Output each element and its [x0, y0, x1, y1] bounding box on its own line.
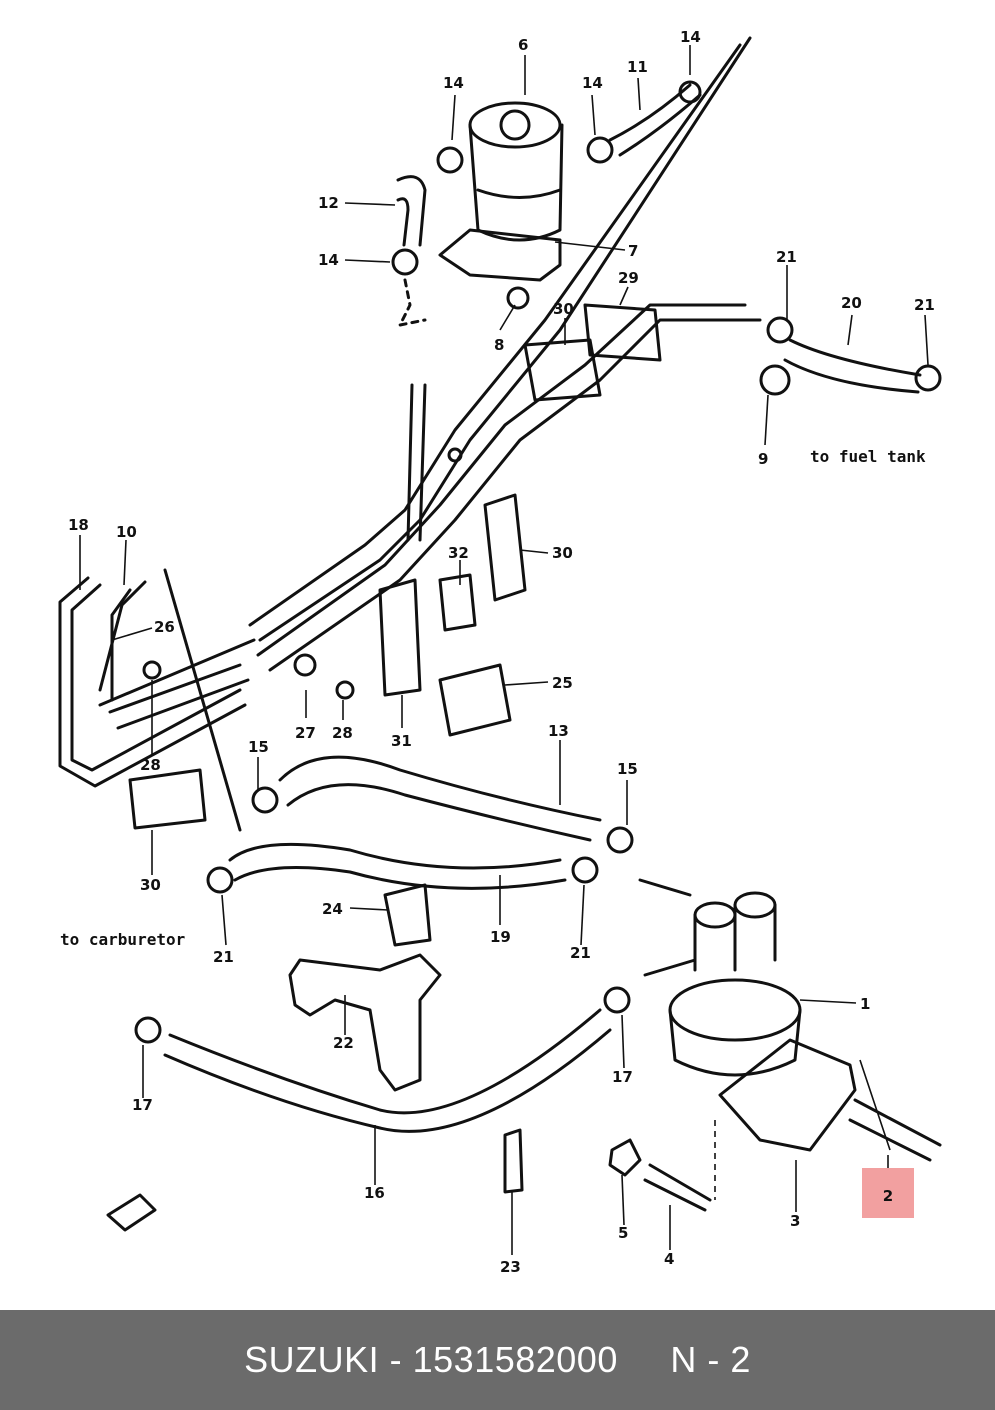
callout-19: 19: [490, 928, 511, 946]
callout-10: 10: [116, 523, 137, 541]
callout-8: 8: [494, 336, 504, 354]
diagram-page: N - 2: [670, 1339, 751, 1380]
callout-22: 22: [333, 1034, 354, 1052]
callout-14: 14: [318, 251, 339, 269]
callout-14: 14: [582, 74, 603, 92]
callout-21: 21: [213, 948, 234, 966]
callout-14: 14: [680, 28, 701, 46]
part-number: 1531582000: [412, 1339, 618, 1380]
callout-12: 12: [318, 194, 339, 212]
callout-30: 30: [553, 300, 574, 318]
callout-7: 7: [628, 242, 638, 260]
callout-24: 24: [322, 900, 343, 918]
callout-3: 3: [790, 1212, 800, 1230]
callout-20: 20: [841, 294, 862, 312]
callout-27: 27: [295, 724, 316, 742]
highlighted-part-marker: 2: [862, 1168, 914, 1218]
callout-11: 11: [627, 58, 648, 76]
callout-17: 17: [132, 1096, 153, 1114]
spacer: [618, 1339, 671, 1380]
separator: -: [379, 1339, 413, 1380]
callout-4: 4: [664, 1250, 674, 1268]
callout-21: 21: [914, 296, 935, 314]
callout-25: 25: [552, 674, 573, 692]
note-to-carburetor: to carburetor: [60, 930, 185, 949]
callout-26: 26: [154, 618, 175, 636]
callout-15: 15: [248, 738, 269, 756]
callout-13: 13: [548, 722, 569, 740]
part-caption: SUZUKI - 1531582000 N - 2: [244, 1339, 751, 1381]
callout-16: 16: [364, 1184, 385, 1202]
callout-17: 17: [612, 1068, 633, 1086]
callout-18: 18: [68, 516, 89, 534]
brand-name: SUZUKI: [244, 1339, 380, 1380]
callout-23: 23: [500, 1258, 521, 1276]
callout-31: 31: [391, 732, 412, 750]
callout-28: 28: [332, 724, 353, 742]
callout-9: 9: [758, 450, 768, 468]
callout-14: 14: [443, 74, 464, 92]
note-to-fuel-tank: to fuel tank: [810, 447, 926, 466]
callout-6: 6: [518, 36, 528, 54]
callout-15: 15: [617, 760, 638, 778]
callout-30: 30: [552, 544, 573, 562]
callout-29: 29: [618, 269, 639, 287]
fuel-pipe-lower: [248, 43, 742, 627]
footer-bar: SUZUKI - 1531582000 N - 2: [0, 1310, 995, 1410]
callout-2-highlighted: 2: [883, 1187, 893, 1205]
callout-5: 5: [618, 1224, 628, 1242]
fuel-pipe-upper: [258, 36, 752, 642]
callout-28: 28: [140, 756, 161, 774]
callout-21: 21: [570, 944, 591, 962]
fuel-system-exploded-diagram: 6 14 14 11 14 12 14 7 8 30 29 21 20 21 9…: [58, 28, 942, 1276]
callout-21: 21: [776, 248, 797, 266]
callout-1: 1: [860, 995, 870, 1013]
callout-32: 32: [448, 544, 469, 562]
callout-30: 30: [140, 876, 161, 894]
